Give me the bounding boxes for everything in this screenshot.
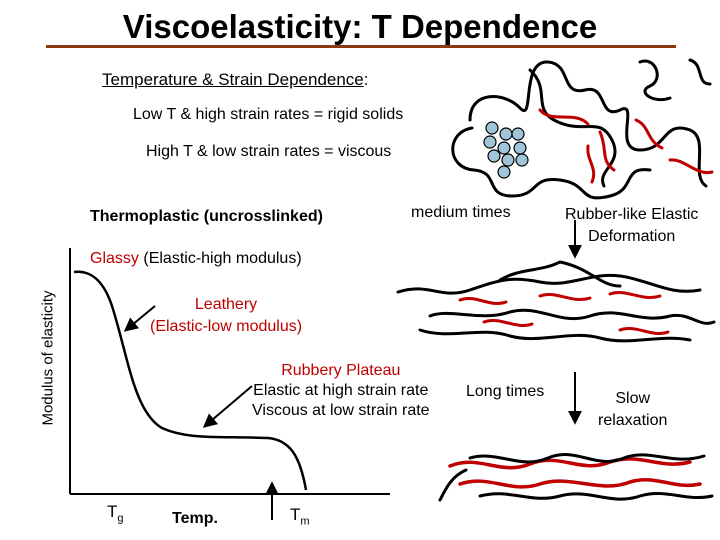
low-t-line: Low T & high strain rates = rigid solids bbox=[133, 106, 404, 123]
slow-line2: relaxation bbox=[598, 412, 668, 429]
slow-relaxation-label: Slow relaxation bbox=[598, 388, 667, 432]
glassy-term: Glassy bbox=[90, 250, 139, 267]
rubbery-line3: Viscous at low strain rate bbox=[252, 402, 430, 419]
subheading: Temperature & Strain Dependence: bbox=[102, 70, 369, 90]
tangled-polymer-bottom bbox=[438, 453, 714, 502]
graph-heading: Thermoplastic (uncrosslinked) bbox=[90, 208, 323, 225]
slow-line1: Slow bbox=[615, 390, 651, 407]
modulus-curve bbox=[73, 270, 308, 491]
leathery-line2: (Elastic-low modulus) bbox=[150, 318, 303, 335]
glassy-desc: (Elastic-high modulus) bbox=[143, 250, 302, 267]
glassy-label: Glassy (Elastic-high modulus) bbox=[90, 250, 302, 268]
tm-sub: m bbox=[300, 515, 310, 528]
tg-sub: g bbox=[117, 512, 124, 525]
leathery-arrow bbox=[123, 305, 156, 332]
tangled-polymer-middle bbox=[396, 260, 716, 343]
crystalline-beads bbox=[483, 121, 529, 179]
rubbery-line2: Elastic at high strain rate bbox=[253, 382, 429, 399]
subheading-label: Temperature & Strain Dependence bbox=[102, 70, 364, 89]
page-title: Viscoelasticity: T Dependence bbox=[122, 8, 598, 45]
tg-main: T bbox=[107, 502, 118, 521]
leathery-line1: Leathery bbox=[194, 296, 258, 313]
tg-tick: Tg bbox=[107, 502, 124, 524]
long-times-label: Long times bbox=[466, 383, 545, 400]
temp-tick: Temp. bbox=[172, 510, 218, 527]
medium-times-label: medium times bbox=[411, 204, 511, 221]
subheading-colon: : bbox=[363, 70, 369, 89]
tangled-polymer-top bbox=[451, 58, 714, 200]
leathery-label: Leathery (Elastic-low modulus) bbox=[150, 294, 302, 338]
rubber-like-line2: Deformation bbox=[588, 228, 676, 245]
tm-tick: Tm bbox=[290, 505, 310, 527]
rubbery-line1: Rubbery Plateau bbox=[281, 362, 401, 379]
title-underline bbox=[46, 45, 676, 48]
rubber-like-line1: Rubber-like Elastic bbox=[565, 206, 699, 223]
high-t-line: High T & low strain rates = viscous bbox=[146, 143, 392, 160]
rubbery-arrow bbox=[202, 385, 253, 428]
tm-main: T bbox=[290, 505, 301, 524]
